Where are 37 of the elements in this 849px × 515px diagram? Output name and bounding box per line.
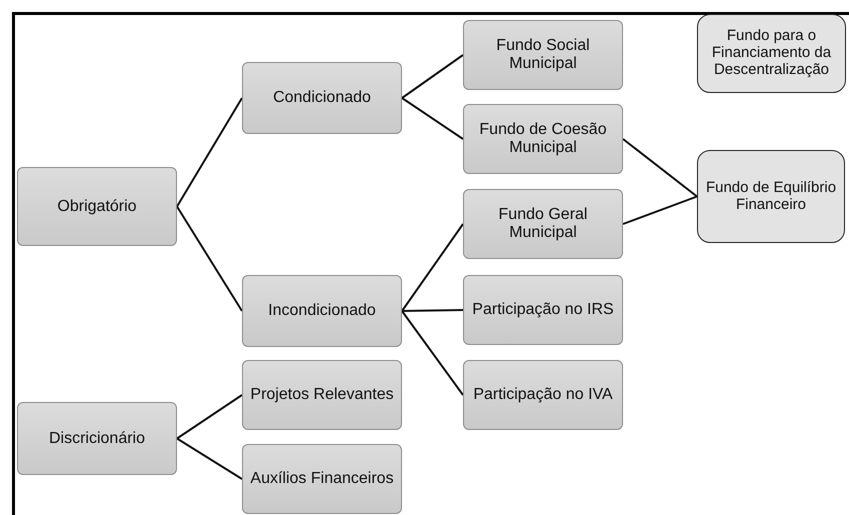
node-label: Discricionário: [48, 430, 146, 448]
process-box: [463, 360, 623, 430]
node-label: Fundo Geral Municipal: [498, 206, 588, 242]
node-label: Projetos Relevantes: [250, 386, 394, 404]
connector-line: [401, 310, 464, 396]
process-box: [242, 62, 402, 134]
process-box: [463, 189, 623, 259]
connector-line: [176, 394, 243, 440]
connector-line: [401, 54, 464, 99]
connector-line: [401, 97, 464, 140]
process-box: [463, 20, 623, 90]
process-box: [463, 275, 623, 345]
connector-line: [622, 138, 698, 198]
connector-line: [622, 196, 698, 225]
node-label: Participação no IRS: [472, 301, 614, 319]
node-label: Participação no IVA: [473, 386, 613, 404]
node-label: Incondicionado: [268, 302, 376, 320]
connector-line: [176, 97, 243, 208]
connector-line: [176, 206, 243, 312]
process-box: [242, 444, 402, 514]
connector-line: [401, 223, 464, 312]
node-label: Obrigatório: [57, 198, 137, 216]
process-box: [17, 167, 177, 246]
connector-line: [176, 438, 243, 480]
node-label: Fundo de Equilíbrio Financeiro: [704, 180, 838, 214]
rounded-box: [697, 150, 845, 243]
connector-line: [402, 309, 464, 312]
node-label: Fundo Social Municipal: [495, 37, 591, 73]
node-label: Fundo de Coesão Municipal: [478, 121, 608, 157]
node-label: Condicionado: [273, 89, 371, 107]
process-box: [17, 402, 177, 475]
rounded-box: [697, 14, 846, 93]
process-box: [463, 104, 623, 174]
node-label: Auxílios Financeiros: [250, 470, 394, 488]
process-box: [242, 360, 402, 430]
process-box: [242, 275, 402, 347]
node-label: Fundo para o Financiamento da Descentralização: [710, 28, 832, 79]
